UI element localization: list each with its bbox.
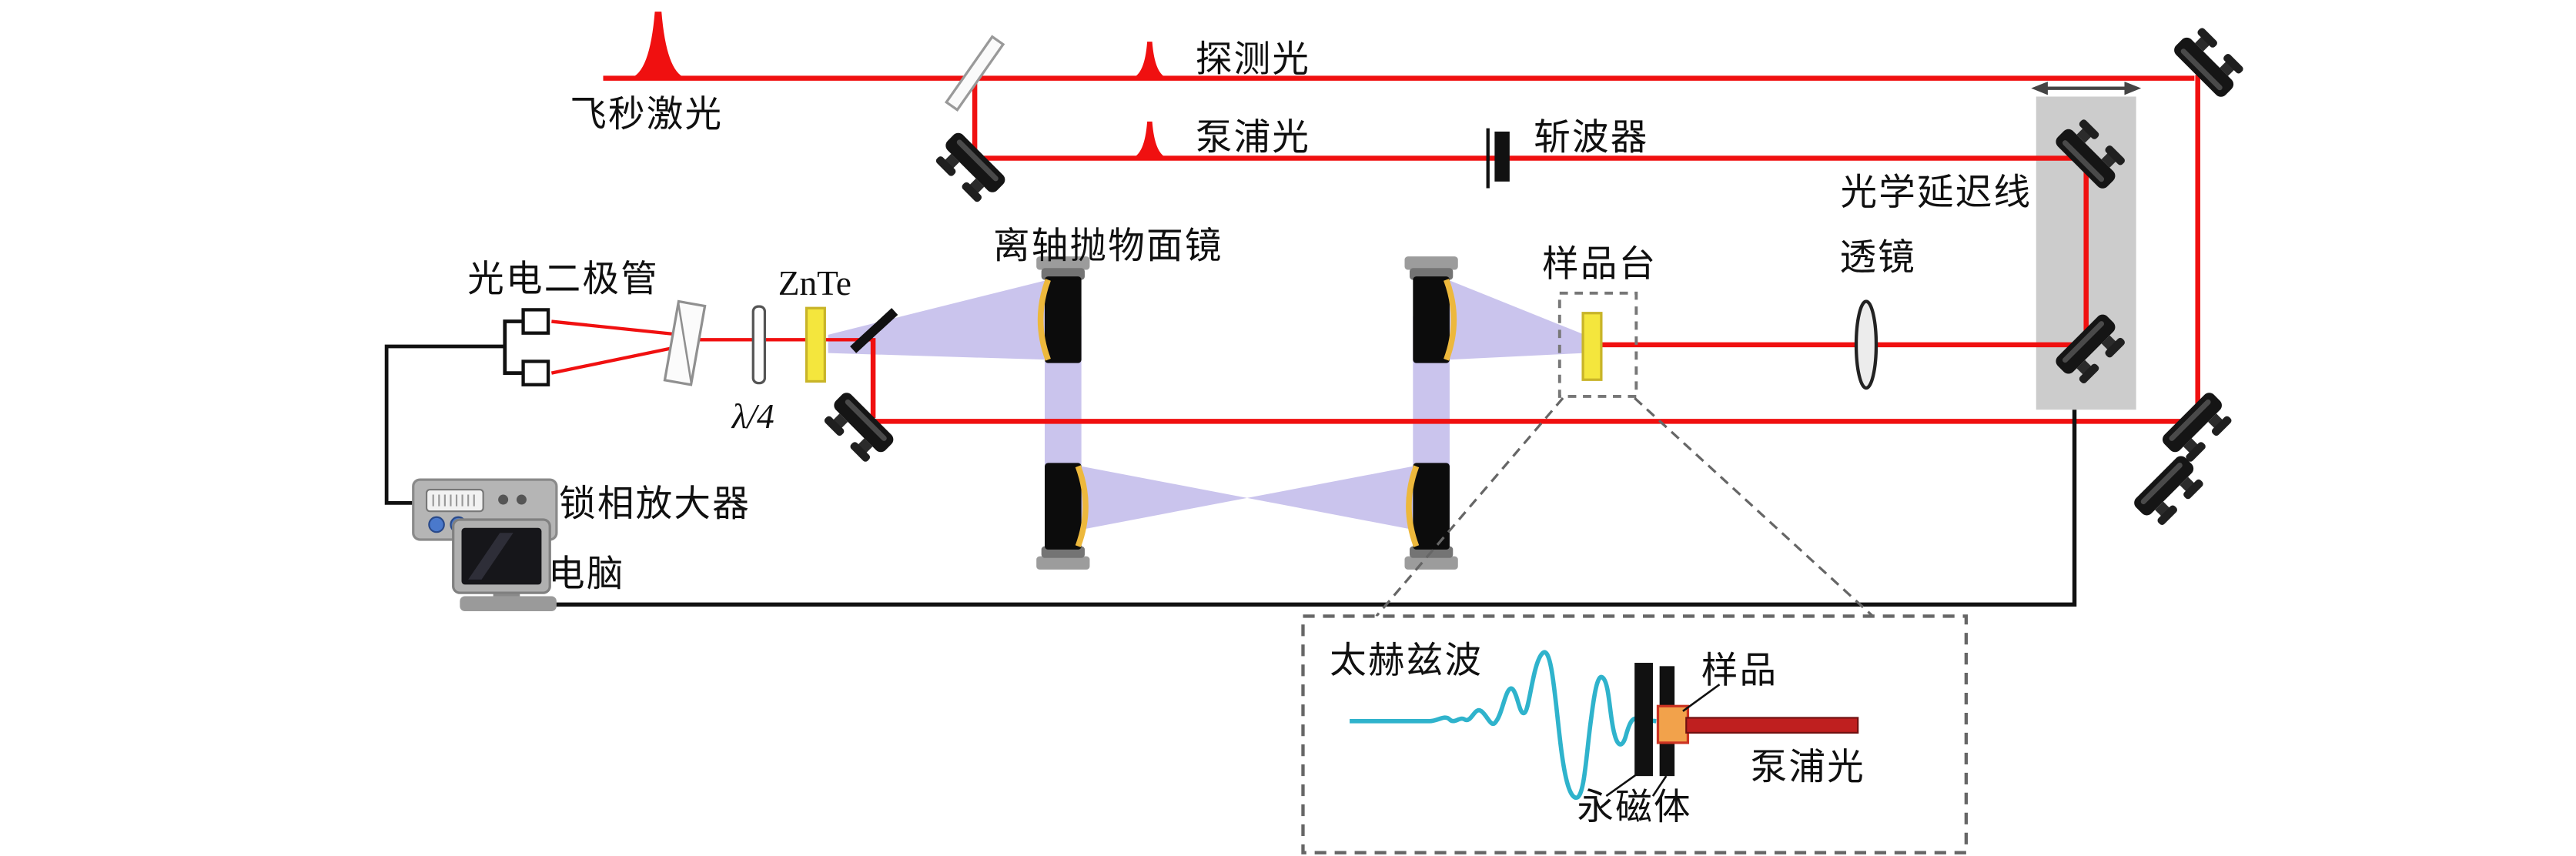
photodiode-bus-wire <box>503 319 524 375</box>
delay-motion-arrow-icon <box>2031 82 2142 95</box>
magnet-pointer-line-2 <box>1651 775 1668 797</box>
monitor-base <box>460 596 557 611</box>
laser-beams <box>603 75 2200 424</box>
label-inset-pump-beam: 泵浦光 <box>1751 747 1865 787</box>
thz-waveform <box>1350 650 1657 801</box>
pump-pulse-icon <box>1131 121 1169 159</box>
beamsplitter <box>944 35 1005 112</box>
sample-inset <box>1301 614 1969 854</box>
label-inset-sample: 样品 <box>1701 651 1778 691</box>
computer <box>452 518 557 611</box>
pulse-spikes <box>630 12 1169 159</box>
lockin-display-ticks <box>432 494 475 507</box>
sample-stage-dashed-box <box>1557 291 1638 398</box>
label-znte: ZnTe <box>778 264 851 303</box>
lens <box>1854 299 1878 390</box>
label-computer: 电脑 <box>548 555 625 595</box>
thz-beam-bowtie-focus <box>1081 466 1413 530</box>
label-off-axis-parabolic-mirror: 离轴抛物面镜 <box>993 226 1223 266</box>
pickoff-mirror <box>850 308 898 353</box>
wire-computer-to-delay <box>520 410 2077 607</box>
lockin-button-2 <box>516 494 527 505</box>
chopper-icon <box>1486 128 1510 189</box>
label-lock-in-amplifier: 锁相放大器 <box>559 485 751 525</box>
label-photodiode: 光电二极管 <box>467 260 659 300</box>
label-probe-beam: 探测光 <box>1196 40 1310 80</box>
wollaston-prism <box>663 299 707 386</box>
label-lens: 透镜 <box>1839 238 1916 278</box>
mirror-below-beamsplitter <box>931 130 1008 207</box>
photodiode-upper <box>521 308 550 335</box>
label-chopper: 斩波器 <box>1534 119 1648 159</box>
label-sample-stage: 样品台 <box>1542 245 1657 285</box>
mirror-top-right <box>2171 22 2248 100</box>
signal-wires <box>384 319 2077 607</box>
sample-crystal <box>1581 312 1603 381</box>
photodiode-lower <box>521 359 550 386</box>
balanced-photodiodes <box>521 308 550 386</box>
quarter-wave-plate <box>751 305 767 385</box>
label-terahertz-wave: 太赫兹波 <box>1330 641 1483 681</box>
label-permanent-magnet: 永磁体 <box>1577 787 1692 828</box>
lockin-knob-left <box>428 516 445 533</box>
label-femtosecond-laser: 飞秒激光 <box>570 95 723 135</box>
znte-crystal <box>805 306 826 383</box>
probe-pulse-icon <box>1131 42 1169 79</box>
femtosecond-pulse-icon <box>630 12 687 79</box>
lockin-button-1 <box>498 494 509 505</box>
label-pump-beam: 泵浦光 <box>1196 119 1310 159</box>
mirror-bottom-right-upper <box>2159 390 2236 467</box>
thz-beam-to-znte <box>828 279 1049 360</box>
magnet-pointer-line-1 <box>1605 770 1642 797</box>
label-optical-delay-line: 光学延迟线 <box>1840 173 2032 213</box>
magnet-bar-left <box>1634 663 1653 777</box>
magnet-bar-top <box>1659 666 1675 707</box>
thz-beam-from-sample <box>1447 279 1585 360</box>
magnet-bar-bottom <box>1659 742 1675 777</box>
inset-sample-square <box>1656 704 1690 744</box>
inset-pump-bar <box>1685 717 1859 734</box>
mirror-bottom-right-lower <box>2131 453 2209 530</box>
label-quarter-wave-plate: λ/4 <box>731 397 774 436</box>
monitor-glare <box>468 533 514 580</box>
sample-pointer-line <box>1682 684 1721 712</box>
sample-stage <box>1557 291 1638 398</box>
mirror-probe-left <box>819 390 896 467</box>
inset-connector-lines <box>1375 396 1874 617</box>
wire-to-lockin <box>384 344 505 505</box>
